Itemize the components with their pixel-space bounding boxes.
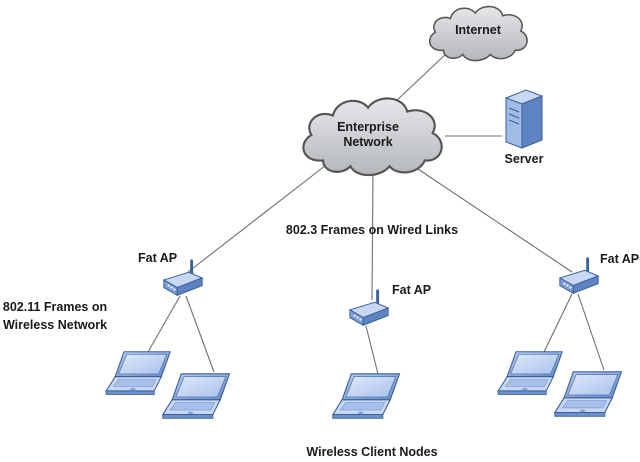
server-tower-icon: [504, 89, 544, 149]
link-ap-left-laptop2: [185, 295, 215, 373]
enterprise-network-cloud: Enterprise Network: [302, 97, 443, 177]
internet-cloud: Internet: [428, 5, 528, 62]
wired-links-annotation: 802.3 Frames on Wired Links: [286, 223, 458, 237]
link-enterprise-ap-right: [411, 164, 573, 273]
access-point-center: Fat AP: [348, 283, 431, 327]
client-nodes-caption: Wireless Client Nodes: [306, 445, 437, 459]
wireless-access-point-icon: [558, 257, 600, 295]
internet-label: Internet: [455, 23, 502, 37]
link-internet-enterprise: [394, 51, 449, 103]
ap-left-label: Fat AP: [138, 251, 177, 265]
wireless-access-point-icon: [348, 289, 390, 327]
laptop-icon: [162, 373, 231, 419]
ap-right-label: Fat AP: [600, 252, 639, 266]
access-point-left: Fat AP: [138, 251, 204, 297]
laptop-icon: [554, 371, 623, 417]
wireless-annotation-line2: Wireless Network: [3, 318, 107, 332]
enterprise-label-line2: Network: [343, 135, 392, 149]
server: Server: [504, 89, 544, 166]
server-label: Server: [505, 152, 544, 166]
enterprise-label-line1: Enterprise: [337, 120, 399, 134]
ap-center-label: Fat AP: [392, 283, 431, 297]
links: [147, 51, 605, 375]
link-ap-right-laptop2: [577, 293, 605, 371]
access-point-right: Fat AP: [558, 252, 639, 295]
link-enterprise-ap-center: [371, 171, 374, 301]
link-ap-left-laptop1: [147, 295, 181, 353]
laptop-icon: [105, 351, 171, 395]
link-enterprise-ap-left: [187, 161, 331, 273]
laptop-icon: [332, 373, 401, 419]
laptop-icon: [497, 351, 563, 395]
link-ap-right-laptop1: [543, 293, 573, 353]
link-ap-center-laptop: [365, 325, 379, 375]
wireless-annotation-line1: 802.11 Frames on: [3, 300, 107, 314]
